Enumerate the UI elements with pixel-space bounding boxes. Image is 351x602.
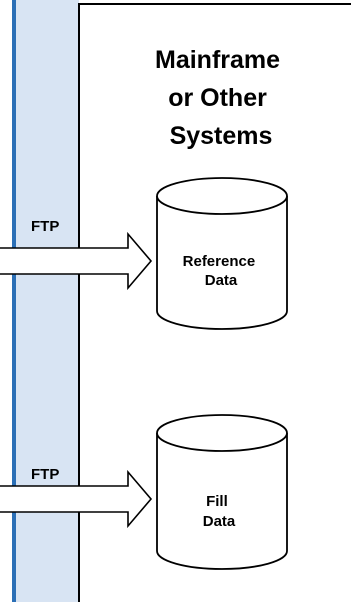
side-band-edge [12,0,16,602]
database-fill-data: Fill Data [156,414,288,570]
database-label-line-1: Fill [206,493,228,510]
database-cylinder-icon [156,196,288,330]
database-label: Fill Data [203,493,236,530]
database-label-line-2: Data [205,272,238,289]
box-title-line-2: or Other [168,84,267,112]
database-cylinder-icon [156,433,288,570]
arrow-right-icon [0,231,153,291]
box-title-line-3: Systems [170,122,273,150]
arrow-right-icon [0,469,153,529]
ftp-label: FTP [31,466,59,483]
ftp-label: FTP [31,218,59,235]
box-title-line-1: Mainframe [155,46,280,74]
database-cylinder-top [156,414,288,452]
connection-ftp-fill: FTP [0,466,153,529]
database-label: Reference Data [183,253,260,289]
database-label-line-1: Reference [183,253,256,270]
database-label-line-2: Data [203,513,236,530]
database-reference-data: Reference Data [156,177,288,330]
connection-ftp-reference: FTP [0,218,153,291]
box-title: Mainframe or Other Systems [155,46,287,150]
database-cylinder-top [156,177,288,215]
